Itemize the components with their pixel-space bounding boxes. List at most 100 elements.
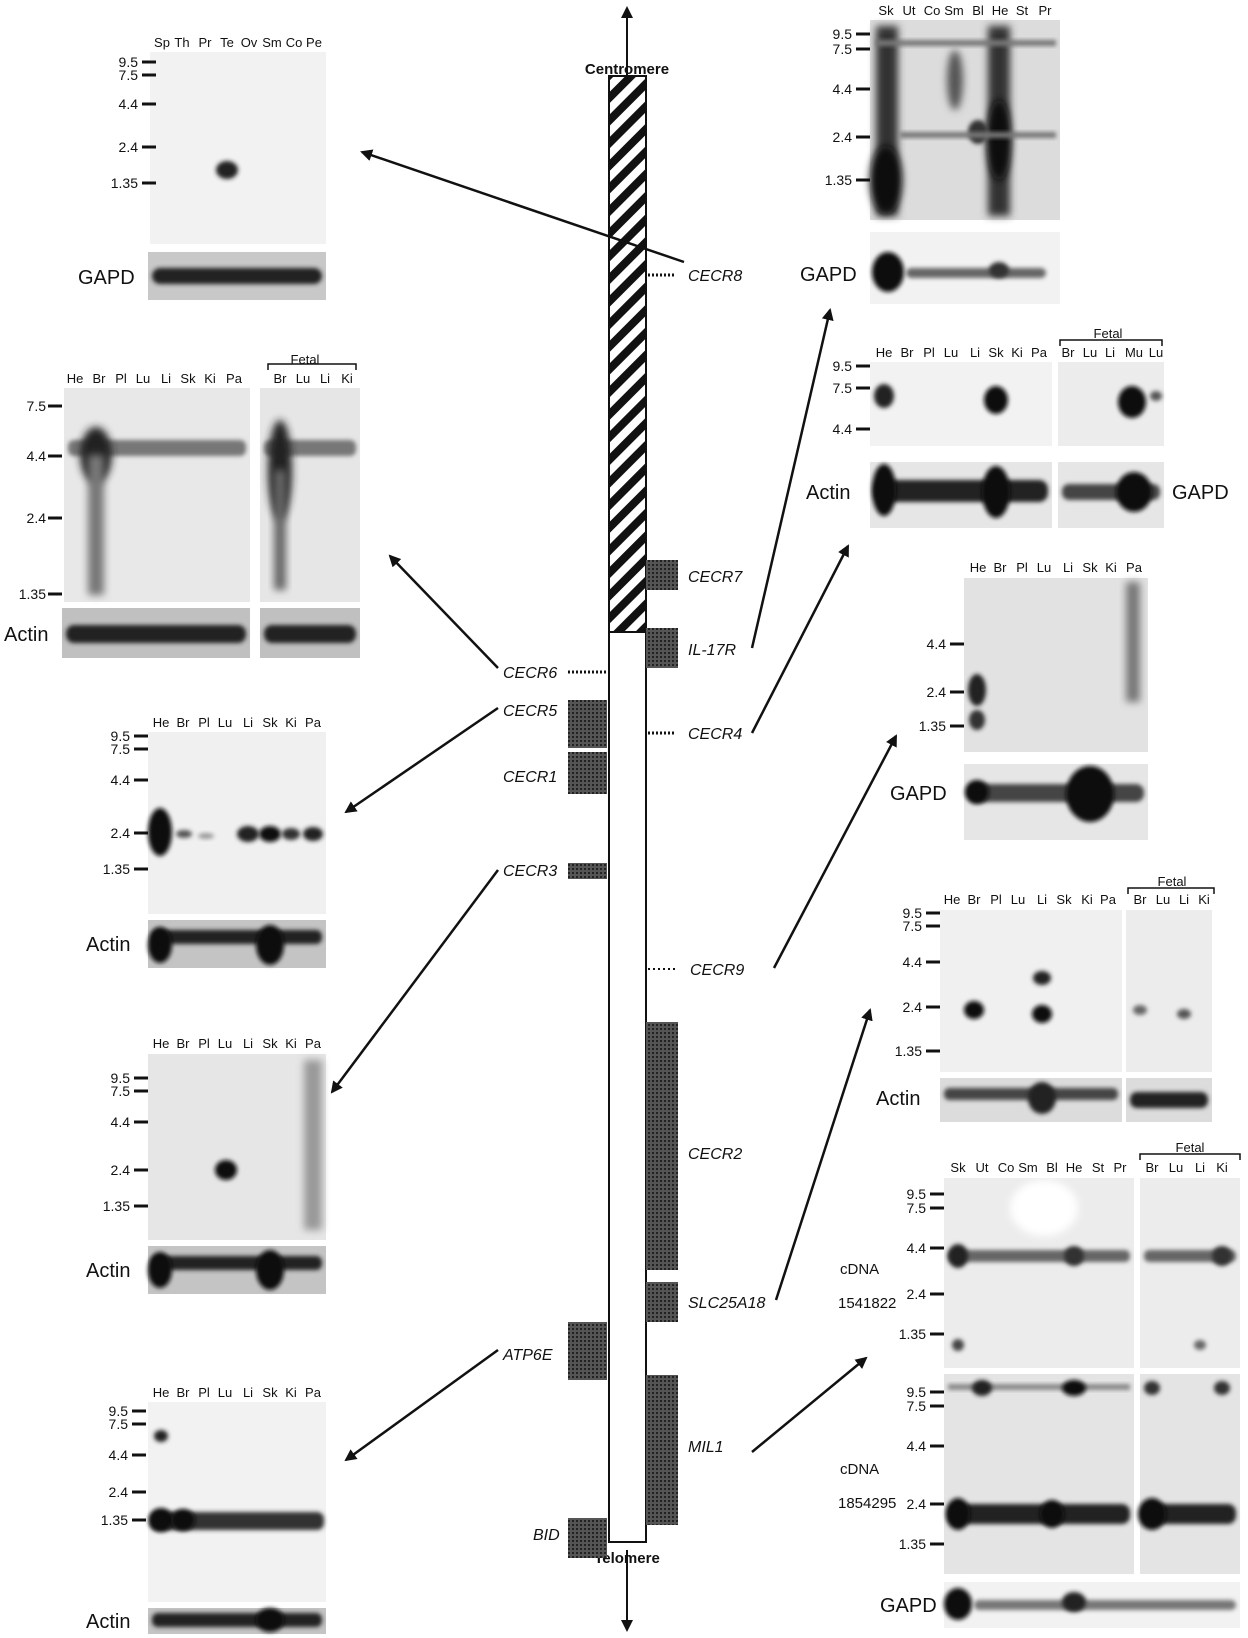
lane-label: Pl xyxy=(990,892,1002,907)
arrow-slc25a18 xyxy=(774,1008,873,1301)
blot-cecr5: He Br Pl Lu Li Sk Ki Pa 9.5 7.5 4.4 2.4 … xyxy=(86,715,326,968)
lane-label: Pa xyxy=(1031,345,1048,360)
centromere-label: Centromere xyxy=(585,61,669,78)
arrow-mil1 xyxy=(751,1356,868,1453)
size-marker: 4.4 xyxy=(927,636,947,652)
lane-label: Li xyxy=(243,715,253,730)
control-label: GAPD xyxy=(78,267,135,289)
gene-label-atp6e: ATP6E xyxy=(502,1347,553,1364)
cdna-id: 1854295 xyxy=(838,1495,896,1512)
band xyxy=(237,826,259,842)
cecr3-locus xyxy=(568,863,607,879)
lane-label: Sm xyxy=(262,35,282,50)
gene-label-cecr1: CECR1 xyxy=(503,769,557,786)
control-label: Actin xyxy=(86,1260,130,1282)
size-marker: 4.4 xyxy=(907,1438,927,1454)
band xyxy=(946,1498,970,1530)
lane-label: Li xyxy=(970,345,980,360)
control-band xyxy=(152,1613,322,1627)
lane-label: Br xyxy=(901,345,915,360)
size-marker: 9.5 xyxy=(111,728,131,744)
size-marker: 1.35 xyxy=(899,1536,926,1552)
lane-label: He xyxy=(67,371,84,386)
lane-label: Li xyxy=(1195,1160,1205,1175)
lane-label: Lu xyxy=(1169,1160,1183,1175)
size-marker: 2.4 xyxy=(907,1496,927,1512)
lane-label: Mu xyxy=(1125,345,1143,360)
lane-label: Ov xyxy=(241,35,258,50)
size-marker: 2.4 xyxy=(903,999,923,1015)
lane-label: Lu xyxy=(218,1385,232,1400)
lane-label: He xyxy=(876,345,893,360)
lane-label: Ki xyxy=(285,715,297,730)
band xyxy=(1032,1005,1052,1023)
band xyxy=(1040,1500,1064,1528)
lane-label: Ki xyxy=(285,1385,297,1400)
arrow-atp6e xyxy=(344,1348,499,1462)
band xyxy=(1138,1498,1166,1530)
lane-label: Sm xyxy=(944,3,964,18)
band xyxy=(1194,1340,1206,1350)
lane-label: Lu xyxy=(944,345,958,360)
band xyxy=(984,386,1008,414)
lane-label: Br xyxy=(1146,1160,1160,1175)
control-band xyxy=(264,625,356,643)
blot-panel-fetal xyxy=(1140,1178,1240,1368)
arrow-cecr9 xyxy=(772,734,898,969)
lane-label: St xyxy=(1092,1160,1105,1175)
size-marker: 7.5 xyxy=(903,918,923,934)
arrow-cecr6 xyxy=(388,554,499,669)
size-marker: 2.4 xyxy=(27,510,47,526)
band xyxy=(876,40,1056,46)
band xyxy=(952,1339,964,1351)
chromosome-map: Centromere Telomere CECR8 CECR7 IL-17R C… xyxy=(502,6,765,1632)
blot-cecr3: He Br Pl Lu Li Sk Ki Pa 9.5 7.5 4.4 2.4 … xyxy=(86,1036,326,1294)
lane-label: Pa xyxy=(1126,560,1143,575)
size-marker: 7.5 xyxy=(907,1200,927,1216)
band xyxy=(198,833,214,839)
blot-cecr6: He Br Pl Lu Li Sk Ki Pa Fetal Br Lu Li K… xyxy=(4,352,360,658)
band xyxy=(948,1244,968,1268)
lane-label: Sk xyxy=(878,3,894,18)
size-marker: 1.35 xyxy=(825,172,852,188)
band xyxy=(1062,1380,1086,1396)
control-label: Actin xyxy=(86,934,130,956)
atp6e-locus xyxy=(568,1322,607,1380)
size-marker: 2.4 xyxy=(109,1484,129,1500)
size-marker: 1.35 xyxy=(103,1198,130,1214)
lane-label: Pa xyxy=(305,1385,322,1400)
lane-label: Bl xyxy=(1046,1160,1058,1175)
lane-label: Te xyxy=(220,35,234,50)
arrow-cecr8 xyxy=(360,149,685,264)
control-label-fetal: GAPD xyxy=(1172,482,1229,504)
lane-label: He xyxy=(992,3,1009,18)
control-band xyxy=(906,268,1046,278)
lane-label: He xyxy=(153,715,170,730)
mil1-locus xyxy=(646,1375,678,1525)
telomere-label: Telomere xyxy=(594,1550,660,1567)
lane-label: Pe xyxy=(306,35,322,50)
band xyxy=(972,1380,992,1396)
blot-atp6e: He Br Pl Lu Li Sk Ki Pa 9.5 7.5 4.4 2.4 … xyxy=(86,1385,326,1634)
lane-label: Sp xyxy=(154,35,170,50)
lane-label: Sk xyxy=(262,715,278,730)
size-marker: 1.35 xyxy=(103,861,130,877)
lane-label: Li xyxy=(320,371,330,386)
cecr1-locus xyxy=(568,752,607,794)
size-marker: 1.35 xyxy=(111,175,138,191)
size-marker: 9.5 xyxy=(907,1384,927,1400)
il17r-locus xyxy=(646,628,678,668)
blot-panel xyxy=(148,732,326,914)
gene-label-cecr5: CECR5 xyxy=(503,703,557,720)
control-band xyxy=(256,925,284,965)
lane-label: Br xyxy=(994,560,1008,575)
lane-label: Co xyxy=(286,35,303,50)
control-band xyxy=(66,625,246,643)
band xyxy=(149,1508,173,1532)
cecr2-locus xyxy=(646,1022,678,1270)
size-marker: 9.5 xyxy=(833,358,853,374)
control-label: Actin xyxy=(4,624,48,646)
size-marker: 9.5 xyxy=(907,1186,927,1202)
blot-panel-fetal xyxy=(1058,362,1164,446)
lane-label: Lu xyxy=(296,371,310,386)
